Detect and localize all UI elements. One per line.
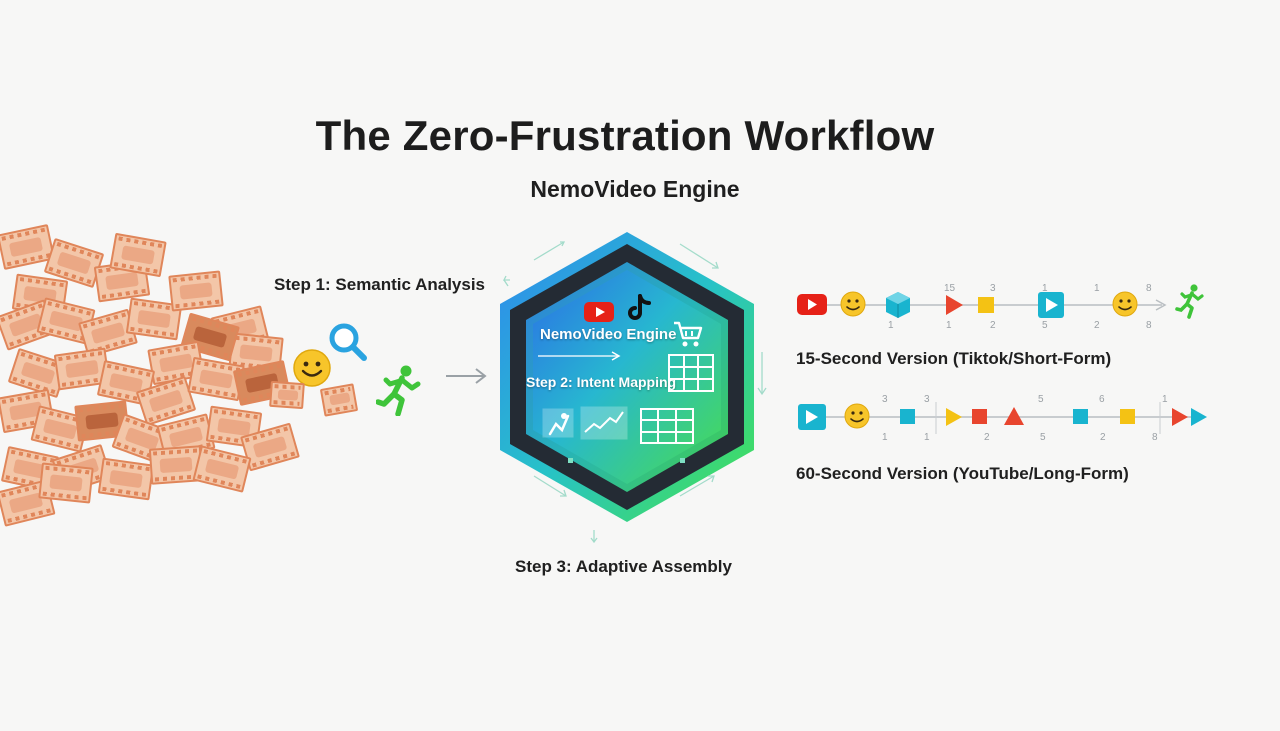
timeline-mark: 1 (1042, 283, 1048, 294)
engine-hexagon: NemoVideo Engine Step 2: Intent Mapping (492, 228, 762, 528)
timeline-mark: 1 (882, 432, 888, 443)
timeline-mark: 5 (1042, 320, 1048, 331)
timeline-mark: 1 (924, 432, 930, 443)
short-form-label: 15-Second Version (Tiktok/Short-Form) (796, 349, 1112, 368)
cube-icon (886, 292, 910, 318)
square-marker (900, 409, 915, 424)
timeline-mark: 8 (1152, 432, 1158, 443)
timeline-mark: 1 (1094, 283, 1100, 294)
timeline-mark: 2 (990, 320, 996, 331)
timeline-mark: 2 (1100, 432, 1106, 443)
triangle-marker (1191, 408, 1207, 426)
timeline-mark: 1 (946, 320, 952, 331)
film-frame (192, 445, 252, 493)
page-title: The Zero-Frustration Workflow (315, 112, 935, 159)
long-form-label: 60-Second Version (YouTube/Long-Form) (796, 464, 1129, 483)
search-icon (329, 323, 367, 361)
timeline-mark: 3 (924, 394, 930, 405)
short-form-timeline: 15 3 1 1 8 1 1 2 5 2 8 (797, 283, 1204, 331)
triangle-marker (1172, 408, 1188, 426)
grid-icon (668, 354, 714, 392)
film-frame (38, 462, 94, 504)
triangle-marker (946, 295, 963, 315)
arrow-right-icon (446, 368, 487, 384)
step1-label: Step 1: Semantic Analysis (274, 275, 486, 294)
square-marker (972, 409, 987, 424)
runner-icon (1175, 284, 1204, 319)
smiley-icon (1112, 291, 1138, 317)
step2-label: Step 2: Intent Mapping (526, 374, 677, 390)
chart-icon (580, 406, 628, 440)
long-form-timeline: 3 3 5 6 1 1 1 2 5 2 8 (798, 394, 1207, 443)
triangle-marker (946, 408, 962, 426)
smiley-icon (844, 403, 870, 429)
page-subtitle: NemoVideo Engine (530, 176, 740, 202)
youtube-icon (584, 302, 614, 322)
triangle-marker (1004, 407, 1024, 425)
step3-label: Step 3: Adaptive Assembly (515, 557, 732, 576)
runner-panel-icon (542, 408, 574, 438)
engine-hexagon-graphic (500, 232, 754, 522)
timeline-mark: 2 (984, 432, 990, 443)
grid-icon (640, 408, 694, 444)
film-frame (168, 270, 224, 312)
film-frame (319, 383, 359, 417)
film-frame (269, 380, 305, 410)
square-marker (1120, 409, 1135, 424)
engine-label: NemoVideo Engine (540, 326, 677, 343)
cart-icon (674, 321, 703, 347)
timeline-mark: 8 (1146, 320, 1152, 331)
timeline-mark: 15 (944, 283, 956, 294)
square-marker (1073, 409, 1088, 424)
timeline-mark: 5 (1038, 394, 1044, 405)
orbit-arrows (502, 241, 767, 544)
smiley-icon (840, 291, 866, 317)
film-frame-pile (0, 215, 320, 527)
timeline-mark: 1 (1162, 394, 1168, 405)
tiktok-icon (628, 294, 651, 320)
timeline-mark: 3 (882, 394, 888, 405)
timeline-mark: 5 (1040, 432, 1046, 443)
timeline-mark: 1 (888, 320, 894, 331)
timeline-mark: 2 (1094, 320, 1100, 331)
timeline-mark: 6 (1099, 394, 1105, 405)
film-frame (97, 457, 155, 501)
runner-icon (376, 365, 421, 416)
timeline-mark: 3 (990, 283, 996, 294)
square-marker (978, 297, 994, 313)
timeline-mark: 8 (1146, 283, 1152, 294)
smiley-icon (293, 349, 331, 387)
